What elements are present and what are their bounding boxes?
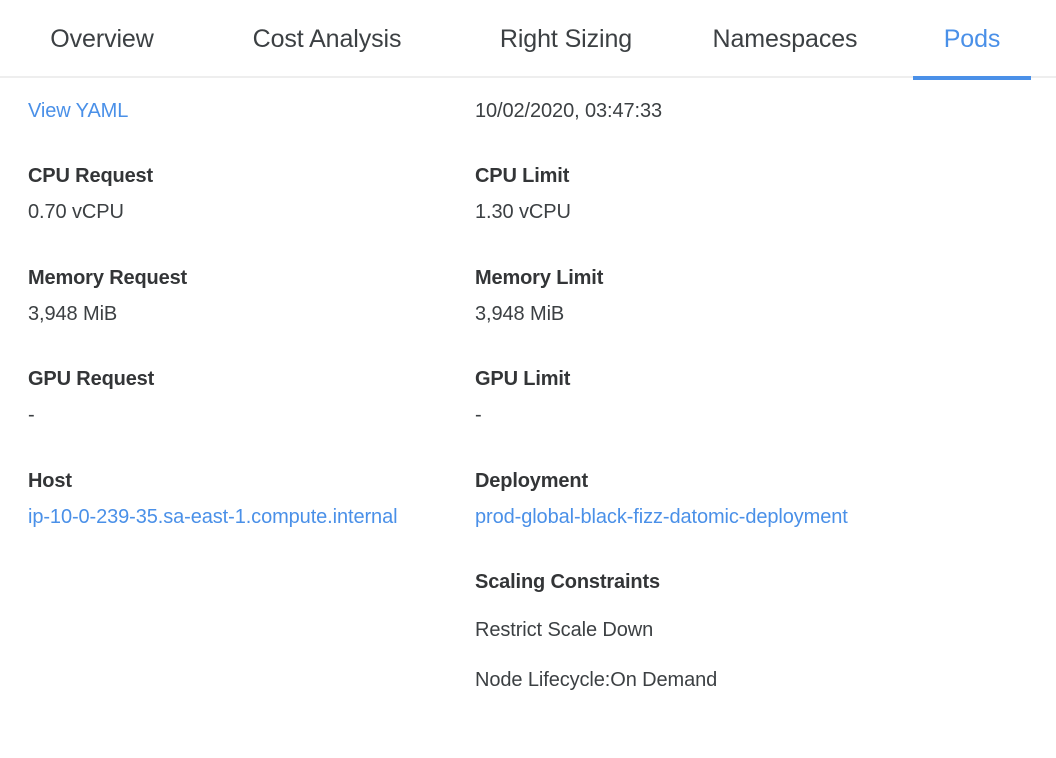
- timestamp-value: 10/02/2020, 03:47:33: [475, 100, 663, 122]
- memory-limit-value: 3,948 MiB: [475, 302, 565, 325]
- field-cpu-request: CPU Request 0.70 vCPU: [28, 166, 465, 227]
- tab-overview-label: Overview: [50, 24, 154, 53]
- deployment-value-row: prod-global-black-fizz-datomic-deploymen…: [475, 502, 860, 532]
- field-deployment: Deployment prod-global-black-fizz-datomi…: [475, 471, 930, 532]
- tab-cost-analysis-label: Cost Analysis: [252, 24, 402, 53]
- gpu-limit-value: -: [475, 404, 482, 427]
- tab-right-sizing-label: Right Sizing: [499, 24, 633, 53]
- host-label: Host: [28, 469, 72, 492]
- field-memory-request: Memory Request 3,948 MiB: [28, 268, 465, 329]
- memory-request-value: 3,948 MiB: [28, 302, 118, 325]
- details-column-left: View YAML CPU Request 0.70 vCPU Memory R…: [0, 78, 465, 692]
- field-view-yaml: View YAML: [28, 78, 465, 126]
- field-gpu-limit: GPU Limit -: [475, 369, 930, 430]
- tab-right-sizing[interactable]: Right Sizing: [450, 0, 682, 78]
- scaling-constraints-label: Scaling Constraints: [475, 570, 660, 593]
- cpu-request-value: 0.70 vCPU: [28, 201, 124, 224]
- cpu-limit-value: 1.30 vCPU: [475, 201, 571, 224]
- field-scaling-constraints: Scaling Constraints Restrict Scale Down …: [475, 572, 930, 692]
- gpu-request-label: GPU Request: [28, 368, 155, 391]
- view-yaml-link-row: View YAML: [28, 96, 413, 126]
- scaling-constraint-item: Restrict Scale Down: [475, 618, 654, 641]
- pod-details-panel: View YAML CPU Request 0.70 vCPU Memory R…: [0, 78, 1056, 692]
- deployment-label: Deployment: [475, 469, 588, 492]
- deployment-link[interactable]: prod-global-black-fizz-datomic-deploymen…: [475, 505, 848, 528]
- field-memory-limit: Memory Limit 3,948 MiB: [475, 268, 930, 329]
- field-cpu-limit: CPU Limit 1.30 vCPU: [475, 166, 930, 227]
- gpu-request-value: -: [28, 404, 35, 427]
- view-yaml-link[interactable]: View YAML: [28, 100, 129, 122]
- tab-pods-label: Pods: [943, 24, 1001, 53]
- cpu-limit-label: CPU Limit: [475, 165, 570, 188]
- host-link[interactable]: ip-10-0-239-35.sa-east-1.compute.interna…: [28, 505, 398, 528]
- scaling-constraint-item: Node Lifecycle:On Demand: [475, 668, 718, 691]
- tab-pods[interactable]: Pods: [888, 0, 1056, 78]
- details-column-right: 10/02/2020, 03:47:33 CPU Limit 1.30 vCPU…: [465, 78, 930, 692]
- tab-bar: Overview Cost Analysis Right Sizing Name…: [0, 0, 1056, 78]
- cpu-request-label: CPU Request: [28, 165, 154, 188]
- tab-cost-analysis[interactable]: Cost Analysis: [204, 0, 450, 78]
- field-timestamp: 10/02/2020, 03:47:33: [475, 78, 930, 126]
- memory-request-label: Memory Request: [28, 266, 188, 289]
- tab-list: Overview Cost Analysis Right Sizing Name…: [0, 0, 1056, 78]
- host-value-row: ip-10-0-239-35.sa-east-1.compute.interna…: [28, 502, 413, 532]
- tab-namespaces[interactable]: Namespaces: [682, 0, 888, 78]
- tab-namespaces-label: Namespaces: [712, 24, 858, 53]
- memory-limit-label: Memory Limit: [475, 266, 604, 289]
- field-host: Host ip-10-0-239-35.sa-east-1.compute.in…: [28, 471, 465, 532]
- gpu-limit-label: GPU Limit: [475, 368, 571, 391]
- tab-overview[interactable]: Overview: [0, 0, 204, 78]
- field-gpu-request: GPU Request -: [28, 369, 465, 430]
